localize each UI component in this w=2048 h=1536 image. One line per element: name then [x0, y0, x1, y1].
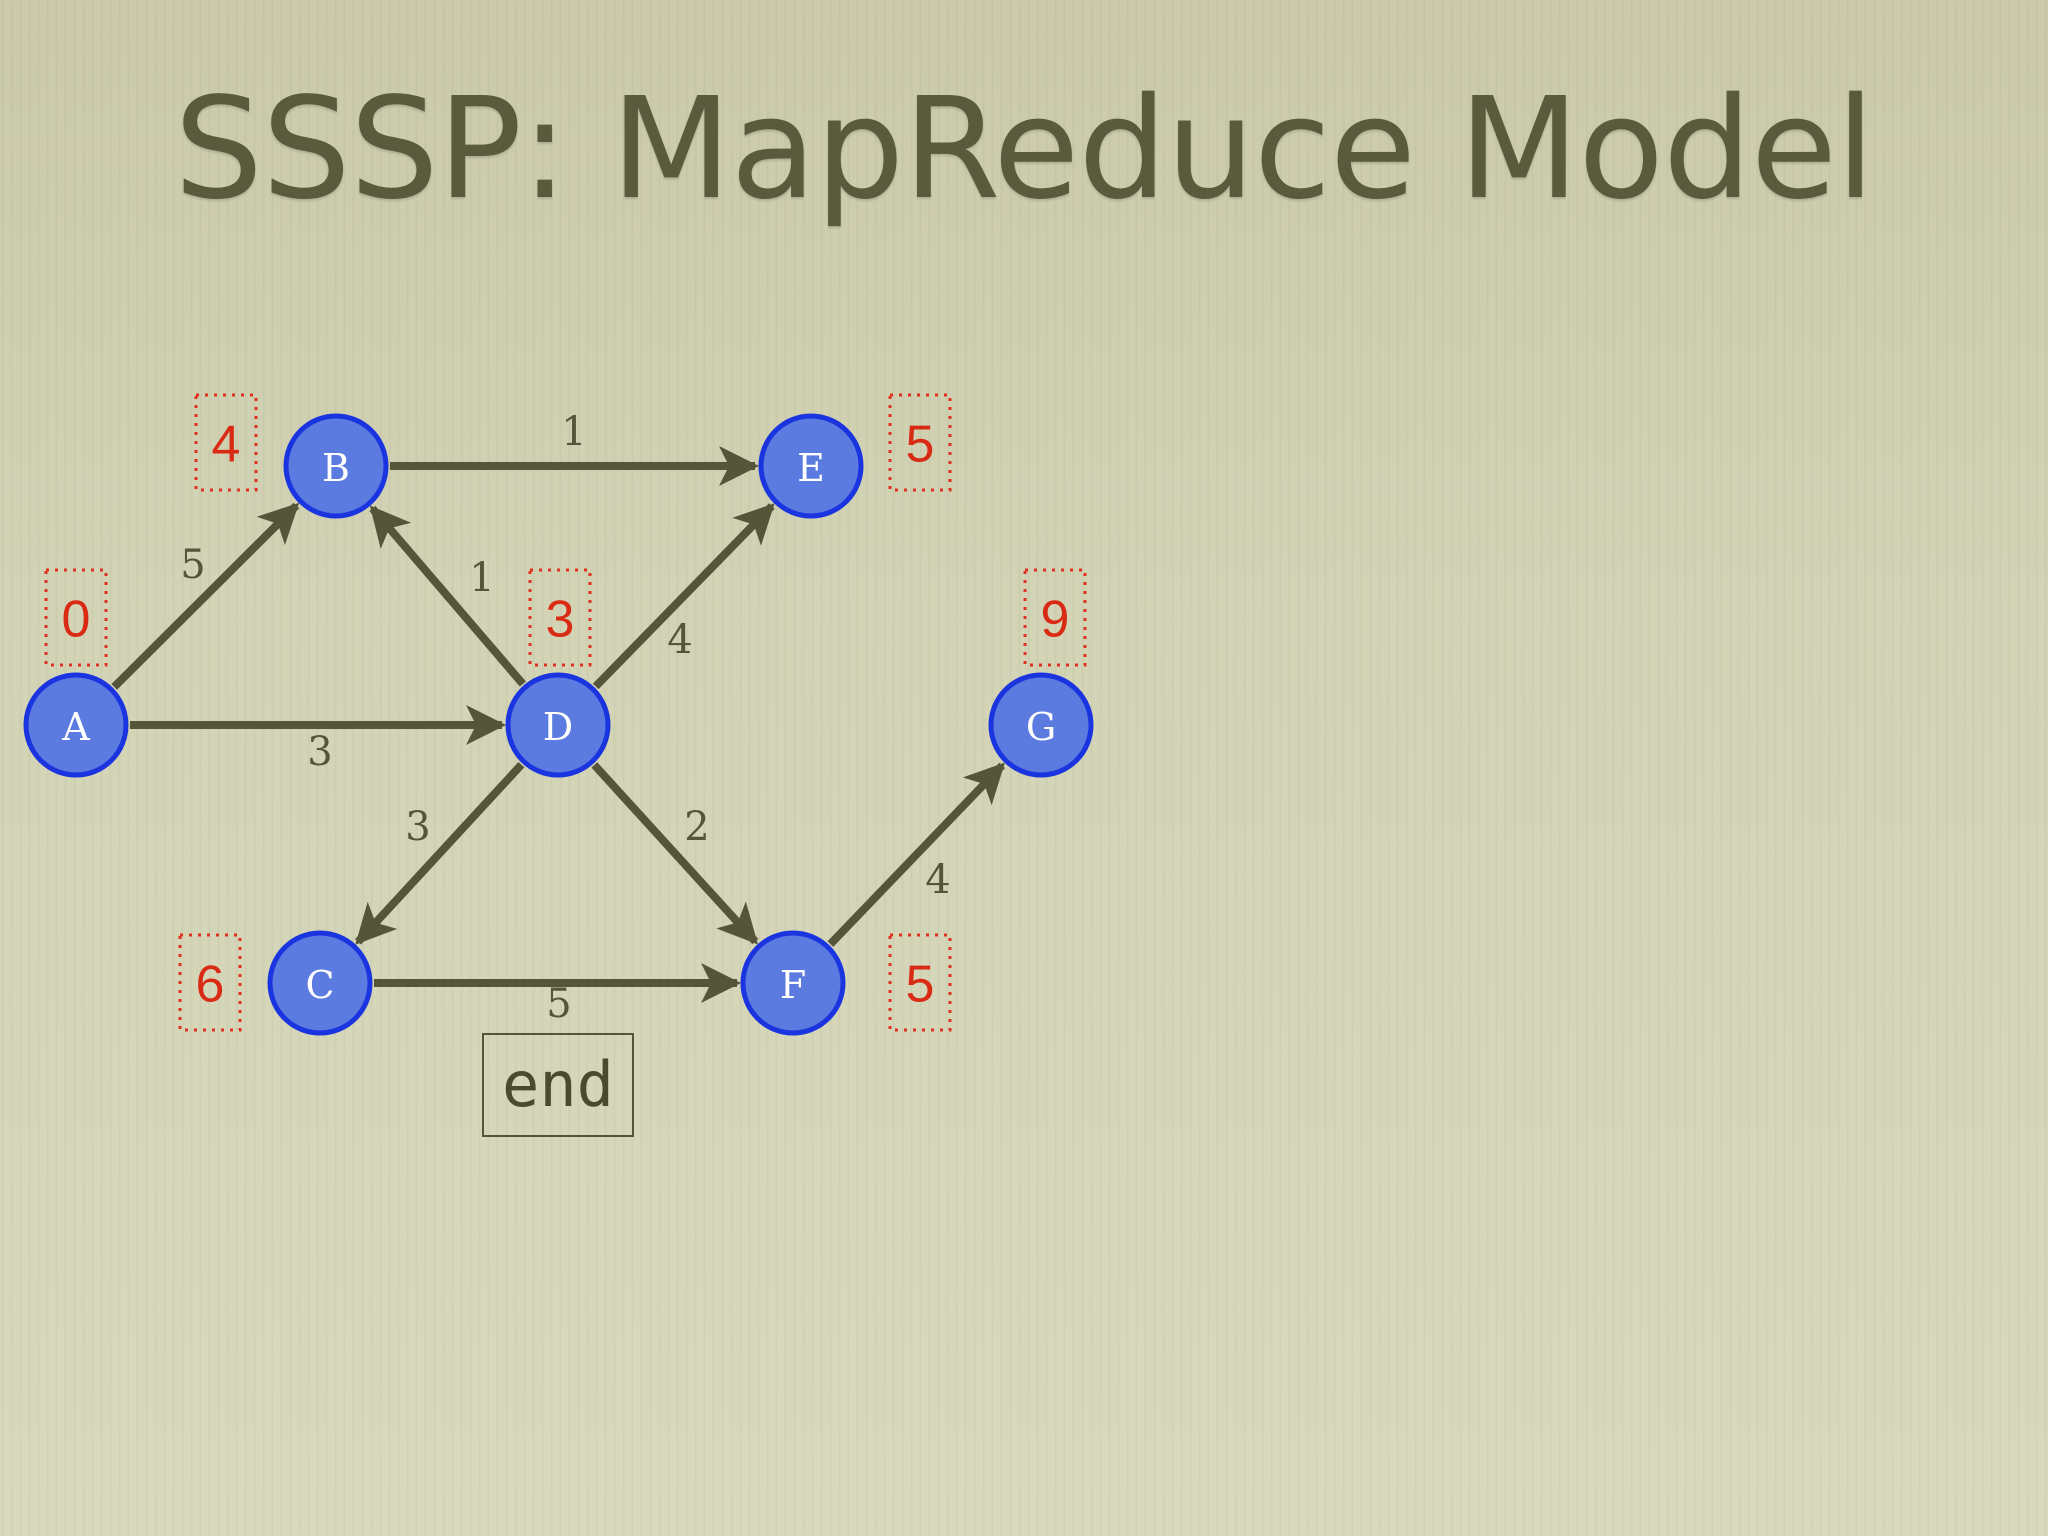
node-label-d: D: [543, 705, 573, 749]
nodes-layer: A B C D E F G: [23, 413, 1094, 1036]
node-circle-d: [505, 672, 611, 778]
edge-weight-d-c: 3: [405, 804, 430, 850]
node-label-g: G: [1026, 705, 1056, 749]
node-label-c: C: [305, 963, 334, 1007]
slide-title: SSSP: MapReduce Model: [174, 68, 1875, 231]
distance-d: 3: [528, 568, 592, 667]
node-label-b: B: [322, 446, 350, 490]
distance-value-e: 5: [906, 416, 935, 474]
node-circle-g: [988, 672, 1094, 778]
edge-d-b: [369, 505, 526, 687]
distance-box-a: [44, 568, 108, 667]
edge-weight-a-b: 5: [180, 542, 205, 588]
distance-a: 0: [44, 568, 108, 667]
node-label-a: A: [61, 705, 90, 749]
node-g: G: [988, 672, 1094, 778]
node-b: B: [283, 413, 389, 519]
edge-weight-d-f: 2: [684, 804, 709, 850]
edge-weight-f-g: 4: [925, 857, 950, 903]
node-f: F: [740, 930, 846, 1036]
node-a: A: [23, 672, 129, 778]
node-circle-c: [267, 930, 373, 1036]
distance-value-b: 4: [212, 416, 241, 474]
distance-value-f: 5: [906, 956, 935, 1014]
node-circle-f: [740, 930, 846, 1036]
edges-layer: 5 3 1 1 4 3 2 5 4: [111, 409, 1006, 1027]
distance-box-e: [888, 393, 952, 492]
distance-b: 4: [194, 393, 258, 492]
edge-weight-d-b: 1: [469, 555, 494, 601]
node-e: E: [758, 413, 864, 519]
node-c: C: [267, 930, 373, 1036]
distance-box-f: [888, 933, 952, 1032]
distance-value-g: 9: [1041, 591, 1070, 649]
node-circle-a: [23, 672, 129, 778]
distance-box-d: [528, 568, 592, 667]
node-circle-b: [283, 413, 389, 519]
distance-box-g: [1023, 568, 1087, 667]
distance-e: 5: [888, 393, 952, 492]
distance-box-b: [194, 393, 258, 492]
end-label-box: end: [482, 1033, 634, 1137]
edge-d-c: [355, 761, 525, 945]
distance-value-a: 0: [62, 591, 91, 649]
distance-box-c: [178, 933, 242, 1032]
distance-value-d: 3: [546, 591, 575, 649]
edge-weight-d-e: 4: [667, 617, 692, 663]
node-d: D: [505, 672, 611, 778]
distance-f: 5: [888, 933, 952, 1032]
edge-d-e: [592, 503, 775, 690]
edge-f-g: [827, 762, 1006, 947]
distance-value-c: 6: [196, 956, 225, 1014]
edge-weight-c-f: 5: [546, 981, 571, 1027]
distances-layer: 0 4 6 3 5 5 9: [44, 393, 1087, 1032]
node-circle-e: [758, 413, 864, 519]
node-label-f: F: [780, 963, 806, 1007]
edge-a-b: [111, 502, 300, 690]
distance-c: 6: [178, 933, 242, 1032]
edge-d-f: [591, 762, 759, 945]
node-label-e: E: [797, 446, 825, 490]
edge-weight-b-e: 1: [561, 409, 586, 455]
distance-g: 9: [1023, 568, 1087, 667]
edge-weight-a-d: 3: [307, 729, 332, 775]
